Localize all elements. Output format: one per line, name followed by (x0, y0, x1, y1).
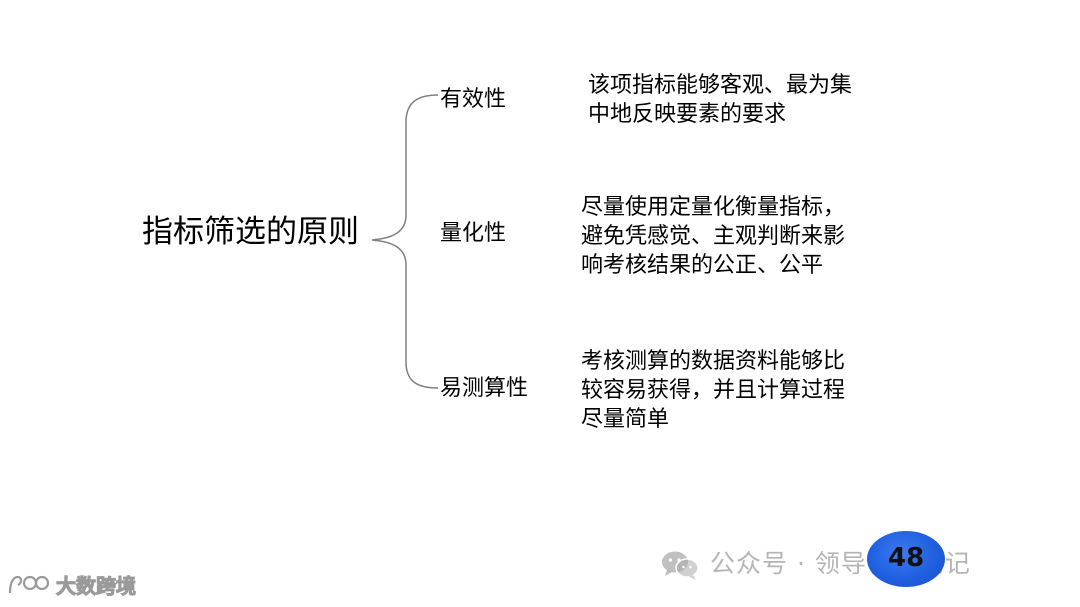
page-number: 48 (888, 543, 925, 573)
branch-label-quantifiability: 量化性 (440, 221, 507, 246)
branch-description-line: 尽量简单 (581, 407, 670, 432)
page-number-badge (867, 531, 945, 587)
branch-description-line: 较容易获得，并且计算过程 (581, 378, 846, 403)
branch-description-line: 中地反映要素的要求 (588, 102, 787, 127)
branch-description-line: 该项指标能够客观、最为集 (588, 73, 853, 98)
diagram-title: 指标筛选的原则 (142, 214, 359, 250)
brand-text: 大数跨境 (56, 574, 137, 599)
branch-description-line: 考核测算的数据资料能够比 (581, 349, 846, 374)
wechat-icon (662, 551, 699, 580)
brand-logo-icon (8, 575, 50, 594)
branch-label-measurability: 易测算性 (440, 376, 529, 401)
branch-description-line: 尽量使用定量化衡量指标， (581, 195, 846, 220)
branch-description-line: 避免凭感觉、主观判断来影 (581, 224, 846, 249)
branch-label-validity: 有效性 (440, 87, 507, 112)
branch-description-line: 响考核结果的公正、公平 (581, 253, 824, 278)
brace-path (371, 94, 439, 389)
